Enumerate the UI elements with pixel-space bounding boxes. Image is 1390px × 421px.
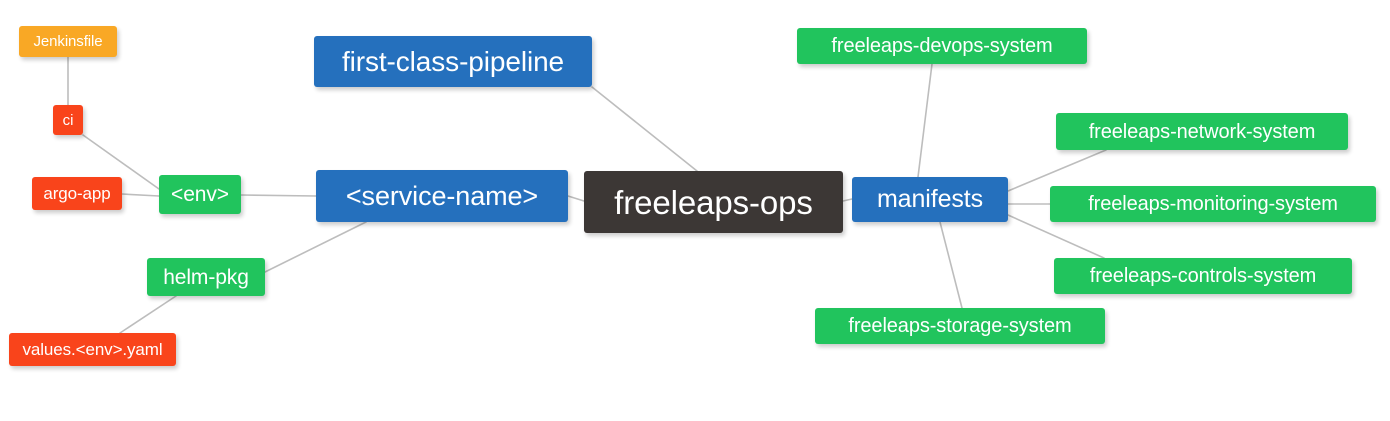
- node-label-freeleaps-network-system: freeleaps-network-system: [1088, 120, 1316, 143]
- edge-ops-pipeline: [591, 86, 698, 172]
- node-label-service-name: <service-name>: [345, 180, 539, 211]
- edge-helm-values: [119, 295, 177, 334]
- node-label-ci: ci: [62, 111, 74, 129]
- node-jenkinsfile[interactable]: Jenkinsfile: [19, 26, 117, 57]
- node-argo-app[interactable]: argo-app: [32, 177, 122, 210]
- node-freeleaps-monitoring-system[interactable]: freeleaps-monitoring-system: [1050, 186, 1376, 222]
- edge-manifests-devops: [917, 63, 933, 178]
- node-freeleaps-network-system[interactable]: freeleaps-network-system: [1056, 113, 1348, 150]
- edge-service-name-env: [240, 194, 317, 197]
- node-service-name[interactable]: <service-name>: [316, 170, 568, 222]
- node-freeleaps-storage-system[interactable]: freeleaps-storage-system: [815, 308, 1105, 344]
- node-label-helm-pkg: helm-pkg: [163, 265, 249, 289]
- node-label-freeleaps-storage-system: freeleaps-storage-system: [848, 315, 1072, 337]
- node-label-jenkinsfile: Jenkinsfile: [33, 33, 103, 50]
- edge-env-argo-app: [121, 193, 160, 197]
- node-env[interactable]: <env>: [159, 175, 241, 214]
- edge-ops-service-name: [567, 195, 585, 202]
- edge-ops-manifests: [842, 198, 853, 202]
- node-first-class-pipeline[interactable]: first-class-pipeline: [314, 36, 592, 87]
- node-freeleaps-controls-system[interactable]: freeleaps-controls-system: [1054, 258, 1352, 294]
- node-label-freeleaps-ops: freeleaps-ops: [614, 183, 813, 221]
- node-manifests[interactable]: manifests: [852, 177, 1008, 222]
- node-label-first-class-pipeline: first-class-pipeline: [341, 45, 565, 77]
- node-freeleaps-devops-system[interactable]: freeleaps-devops-system: [797, 28, 1087, 64]
- edge-manifests-network: [1007, 149, 1107, 192]
- node-label-env: <env>: [171, 183, 229, 206]
- node-helm-pkg[interactable]: helm-pkg: [147, 258, 265, 296]
- edge-manifests-storage: [939, 221, 963, 309]
- node-label-manifests: manifests: [876, 185, 984, 213]
- node-ci[interactable]: ci: [53, 105, 83, 135]
- node-label-freeleaps-monitoring-system: freeleaps-monitoring-system: [1088, 193, 1338, 215]
- node-label-freeleaps-controls-system: freeleaps-controls-system: [1089, 265, 1317, 287]
- node-values-env-yaml[interactable]: values.<env>.yaml: [9, 333, 176, 366]
- edge-service-name-helm: [264, 221, 367, 273]
- node-label-argo-app: argo-app: [43, 184, 111, 203]
- node-freeleaps-ops[interactable]: freeleaps-ops: [584, 171, 843, 233]
- node-label-freeleaps-devops-system: freeleaps-devops-system: [831, 35, 1053, 57]
- node-label-values-env-yaml: values.<env>.yaml: [22, 340, 163, 359]
